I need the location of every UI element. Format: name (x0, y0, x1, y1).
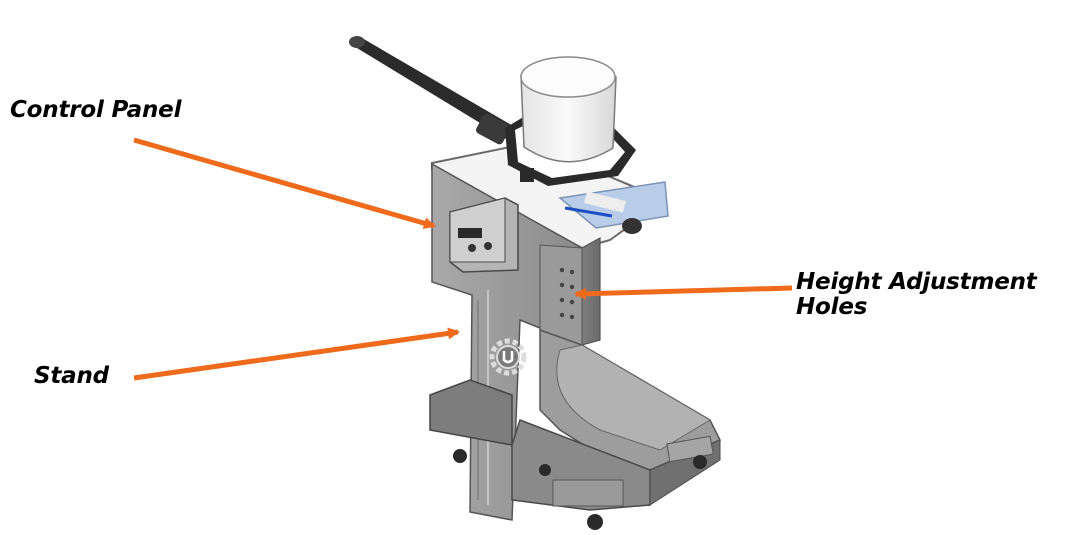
height-adjustment-holes-label: Height Adjustment Holes (796, 270, 1037, 320)
height-adjustment-arrow (574, 285, 793, 300)
top-platform (431, 141, 669, 250)
height-adjustment-label-line1: Height Adjustment (796, 269, 1037, 295)
handle-tube (349, 36, 520, 145)
control-box (449, 197, 519, 273)
gear-u-logo-icon (489, 338, 527, 376)
control-panel-arrow (133, 137, 436, 230)
stand-label: Stand (34, 363, 109, 389)
dome-cover (520, 56, 617, 163)
height-adjustment-label-line2: Holes (796, 294, 868, 320)
stand-arrow (133, 327, 460, 381)
control-panel-label: Control Panel (10, 97, 182, 123)
caster-wheel-icon (453, 449, 707, 530)
